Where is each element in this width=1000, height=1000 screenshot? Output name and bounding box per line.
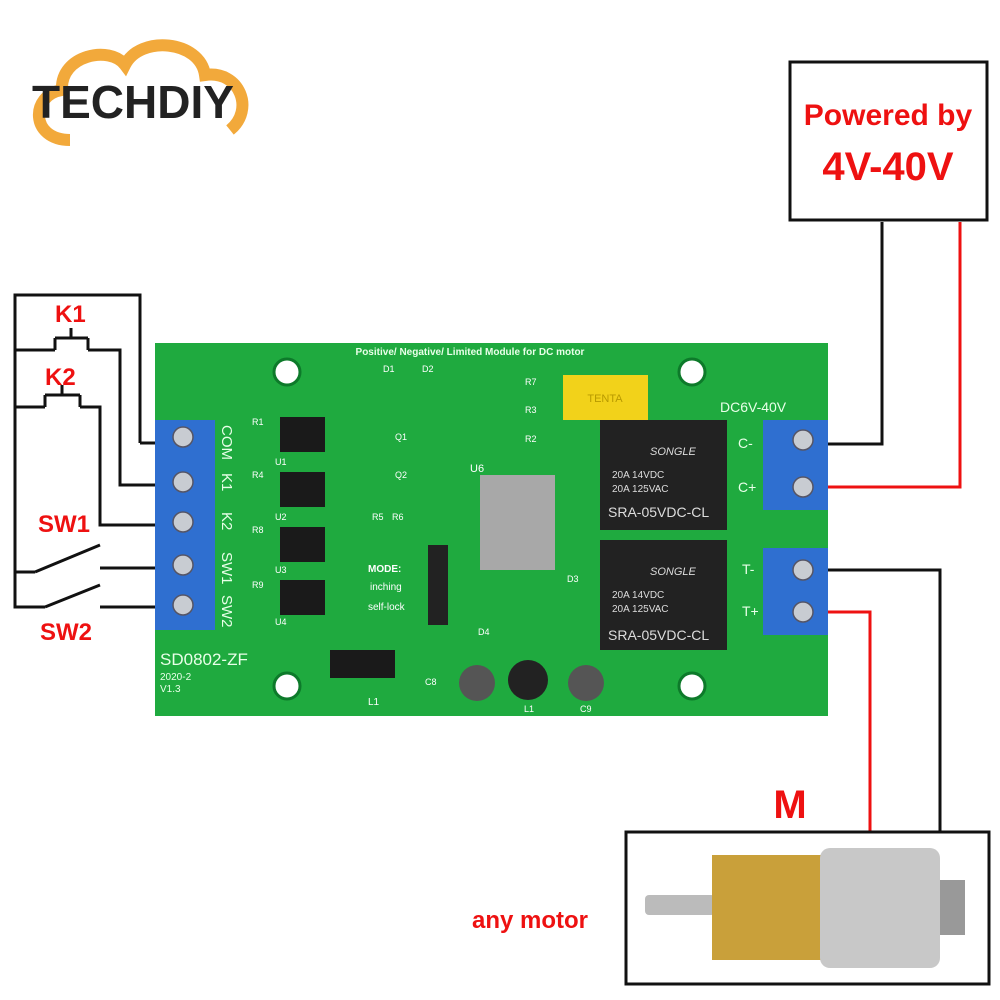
relay-model: SRA-05VDC-CL bbox=[608, 627, 709, 643]
component-label: R7 bbox=[525, 377, 537, 387]
component-label: Q2 bbox=[395, 470, 407, 480]
motor-caption: any motor bbox=[472, 907, 588, 934]
component-label: D3 bbox=[567, 574, 579, 584]
component-label: R1 bbox=[252, 417, 264, 427]
component-label: R6 bbox=[392, 512, 404, 522]
power-positive-wire bbox=[810, 222, 962, 489]
logo-text: TECHDIY bbox=[32, 76, 234, 128]
relay-rating2: 20A 125VAC bbox=[612, 604, 669, 615]
power-label-line1: Powered by bbox=[804, 99, 973, 132]
sw2-switch bbox=[44, 583, 101, 609]
component-label: C9 bbox=[580, 704, 592, 714]
component-label: D4 bbox=[478, 627, 490, 637]
relay-2: SONGLE 20A 14VDC 20A 125VAC SRA-05VDC-CL bbox=[600, 540, 727, 650]
component-label: R8 bbox=[252, 525, 264, 535]
k2-label: K2 bbox=[45, 364, 76, 391]
relay-brand: SONGLE bbox=[650, 566, 697, 578]
component-label: R3 bbox=[525, 405, 537, 415]
component-label: R9 bbox=[252, 580, 264, 590]
yellow-capacitor bbox=[563, 375, 648, 420]
regulator-u6 bbox=[480, 475, 555, 570]
component-label: R2 bbox=[525, 434, 537, 444]
motor-terminal-block bbox=[763, 548, 828, 635]
terminal-com-label: COM bbox=[218, 425, 235, 460]
ic-u5 bbox=[330, 650, 395, 678]
relay-1: SONGLE 20A 14VDC 20A 125VAC SRA-05VDC-CL bbox=[600, 420, 727, 530]
power-label-line2: 4V-40V bbox=[822, 145, 954, 189]
motor-image bbox=[645, 848, 965, 968]
power-negative-wire bbox=[815, 222, 884, 446]
terminal-c-minus-label: C- bbox=[738, 435, 753, 451]
k1-button bbox=[53, 328, 90, 350]
board-version: V1.3 bbox=[160, 684, 181, 695]
motor-negative-wire bbox=[805, 568, 942, 832]
mode-inching: inching bbox=[370, 582, 402, 593]
k1-label: K1 bbox=[55, 301, 86, 328]
power-supply-box bbox=[788, 60, 989, 222]
capacitor-brand: TENTA bbox=[587, 393, 623, 405]
u5-label: L1 bbox=[368, 697, 380, 708]
terminal-t-minus-label: T- bbox=[742, 561, 755, 577]
component-label: C8 bbox=[425, 677, 437, 687]
terminal-k2-label: K2 bbox=[218, 512, 235, 530]
capacitor-c9 bbox=[568, 665, 604, 701]
board-date: 2020-2 bbox=[160, 672, 192, 683]
relay-rating1: 20A 14VDC bbox=[612, 590, 664, 601]
terminal-c-plus-label: C+ bbox=[738, 479, 756, 495]
k2-button bbox=[43, 385, 82, 407]
component-label: U3 bbox=[275, 565, 287, 575]
motor-label: M bbox=[773, 783, 806, 827]
inductor-l1 bbox=[508, 660, 548, 700]
component-label: R4 bbox=[252, 470, 264, 480]
terminal-sw2-label: SW2 bbox=[218, 595, 235, 628]
component-label: D1 bbox=[383, 364, 395, 374]
terminal-t-plus-label: T+ bbox=[742, 603, 759, 619]
component-label: U2 bbox=[275, 512, 287, 522]
terminal-k1-label: K1 bbox=[218, 473, 235, 491]
board-power-label: DC6V-40V bbox=[720, 399, 787, 415]
component-label: R5 bbox=[372, 512, 384, 522]
sw2-label: SW2 bbox=[40, 619, 92, 646]
relay-rating2: 20A 125VAC bbox=[612, 484, 669, 495]
u6-label: U6 bbox=[470, 463, 484, 475]
sw1-label: SW1 bbox=[38, 511, 90, 538]
mode-jumper bbox=[428, 545, 448, 625]
component-label: L1 bbox=[524, 704, 534, 714]
component-label: U4 bbox=[275, 617, 287, 627]
board-title: Positive/ Negative/ Limited Module for D… bbox=[356, 347, 585, 358]
relay-rating1: 20A 14VDC bbox=[612, 470, 664, 481]
component-label: U1 bbox=[275, 457, 287, 467]
mode-self-lock: self-lock bbox=[368, 602, 406, 613]
relay-brand: SONGLE bbox=[650, 446, 697, 458]
relay-model: SRA-05VDC-CL bbox=[608, 504, 709, 520]
terminal-sw1-label: SW1 bbox=[218, 552, 235, 585]
techdiy-logo: TECHDIY bbox=[32, 39, 249, 146]
sw1-switch bbox=[34, 543, 101, 574]
component-label: D2 bbox=[422, 364, 434, 374]
component-label: Q1 bbox=[395, 432, 407, 442]
pcb-board: Positive/ Negative/ Limited Module for D… bbox=[155, 343, 828, 716]
mode-label: MODE: bbox=[368, 564, 401, 575]
board-model: SD0802-ZF bbox=[160, 650, 248, 669]
capacitor bbox=[459, 665, 495, 701]
